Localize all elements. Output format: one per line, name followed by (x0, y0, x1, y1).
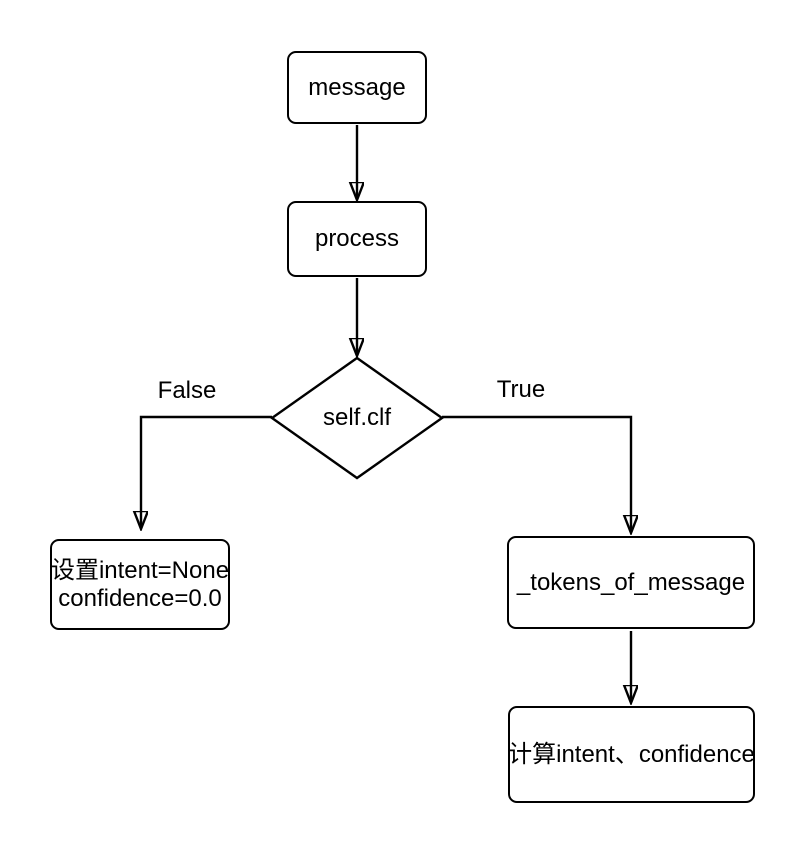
node-message: message (287, 51, 427, 124)
node-decision-label: self.clf (322, 404, 391, 431)
node-compute-intent-confidence-label: 计算intent、confidence (508, 740, 755, 768)
arrow-decision-true-branch (442, 415, 631, 531)
node-compute-intent-confidence: 计算intent、confidence (508, 706, 755, 803)
arrow-decision-false-branch (141, 415, 272, 527)
edge-label-false: False (157, 377, 217, 404)
node-tokens-of-message-label: _tokens_of_message (516, 568, 746, 596)
node-process-label: process (314, 225, 400, 252)
decision-diamond-shape (269, 356, 445, 480)
node-set-defaults-line1: 设置intent=None (50, 556, 230, 584)
node-set-defaults-line2: confidence=0.0 (58, 584, 222, 612)
node-process: process (287, 201, 427, 277)
node-message-label: message (308, 73, 406, 101)
node-set-defaults: 设置intent=None confidence=0.0 (50, 539, 230, 630)
edge-label-true: True (496, 376, 546, 403)
node-tokens-of-message: _tokens_of_message (507, 536, 755, 629)
